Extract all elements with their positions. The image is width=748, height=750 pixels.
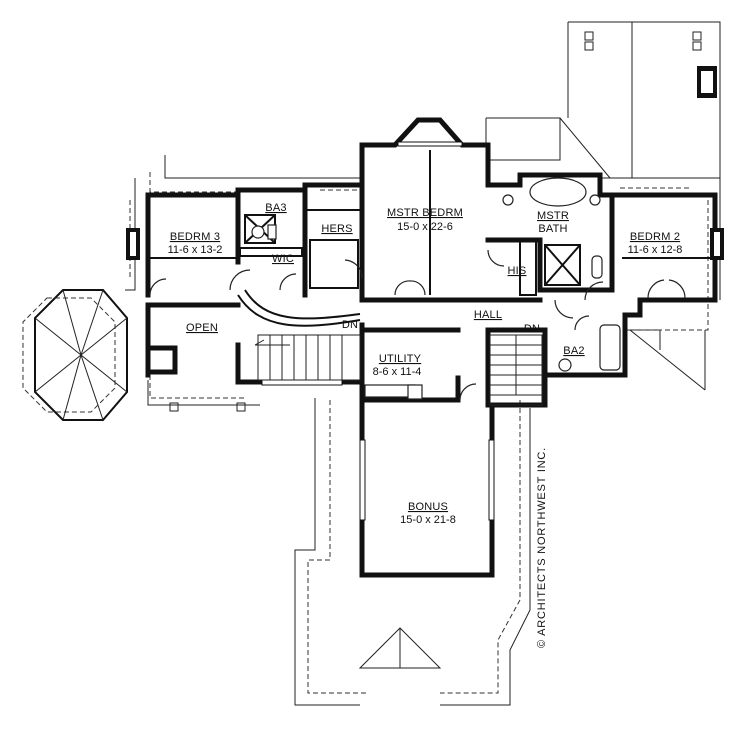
master-bath-name-2: BATH [538, 223, 567, 235]
master-bedroom-dims: 15-0 x 22-6 [397, 221, 453, 233]
hers-name: HERS [321, 223, 352, 235]
hall-name: HALL [474, 309, 502, 321]
octagon-roof [22, 289, 128, 421]
his-name: HIS [508, 265, 527, 277]
bath2-name: BA2 [563, 345, 584, 357]
roof-markers [169, 31, 717, 412]
bedroom2-dims: 11-6 x 12-8 [628, 244, 683, 256]
open-name: OPEN [186, 322, 218, 334]
windows [126, 141, 724, 521]
bath3-name: BA3 [265, 202, 286, 214]
bedroom2-name: BEDRM 2 [630, 231, 680, 243]
bedroom3-name: BEDRM 3 [170, 231, 220, 243]
utility-name: UTILITY [379, 353, 422, 365]
master-bath-name-1: MSTR [537, 210, 569, 222]
stairs-right [489, 334, 543, 406]
doors [149, 249, 686, 401]
stair-down-label-right: DN [524, 323, 540, 335]
utility-dims: 8-6 x 11-4 [373, 366, 422, 378]
room-labels: MSTR BEDRM 15-0 x 22-6 MSTR BATH BEDRM 3… [168, 202, 683, 526]
roof-lines [125, 21, 721, 706]
master-bedroom-name: MSTR BEDRM [387, 207, 463, 219]
fixtures [251, 177, 621, 400]
stair-down-label-left: DN [342, 319, 358, 331]
wic-name: WIC [272, 253, 294, 265]
bonus-name: BONUS [408, 501, 448, 513]
bonus-dims: 15-0 x 21-8 [400, 514, 456, 526]
bedroom3-dims: 11-6 x 13-2 [168, 244, 223, 256]
bonus-gable [358, 627, 442, 669]
balcony-rail [237, 289, 361, 327]
stairs-left [254, 334, 361, 381]
copyright-text: © ARCHITECTS NORTHWEST INC. [536, 447, 548, 648]
